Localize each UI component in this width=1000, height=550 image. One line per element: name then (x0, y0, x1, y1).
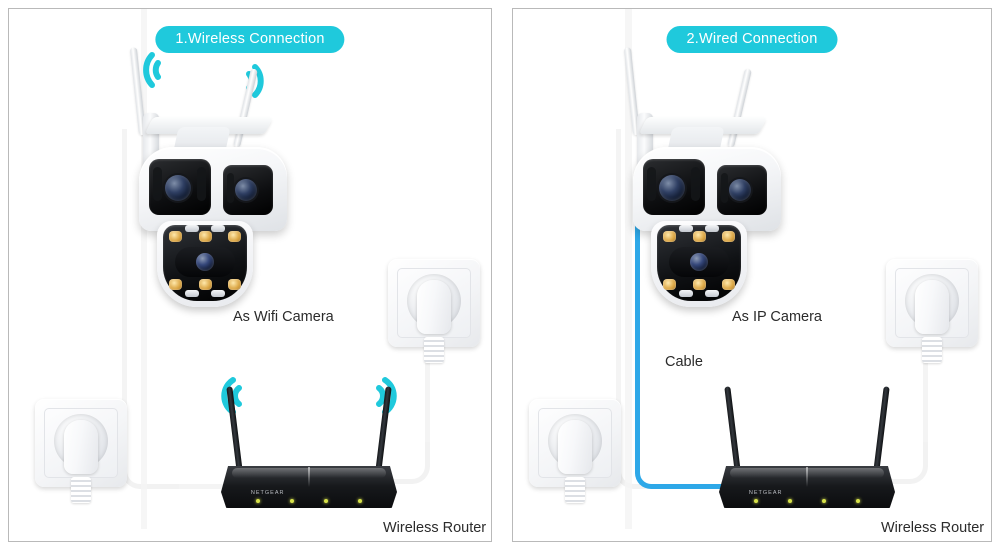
camera-ir-led-row-bottom (663, 279, 735, 290)
camera-power-cable-to-router (179, 484, 231, 489)
router-body: NETGEAR (719, 466, 895, 508)
camera-ir-bar-1 (153, 167, 162, 201)
camera-white-led-row-top (679, 225, 719, 232)
router-body: NETGEAR (221, 466, 397, 508)
camera-ir-bar-2 (691, 167, 700, 201)
panel-wireless-badge: 1.Wireless Connection (155, 26, 345, 53)
router-led-indicators (256, 499, 362, 503)
ethernet-cable-vertical (635, 169, 640, 469)
wireless-router: NETGEAR (221, 386, 397, 508)
panel-wireless-connection: 1.Wireless Connection (8, 8, 492, 542)
router-power-cable-bend (369, 442, 430, 484)
wifi-camera (127, 47, 295, 307)
router-power-cable-vertical (425, 344, 430, 452)
camera-antenna-right (727, 68, 752, 148)
wireless-router: NETGEAR (719, 386, 895, 508)
cable-label: Cable (665, 354, 703, 370)
camera-lens-glass-secondary (729, 179, 751, 201)
camera-power-cable-bend (122, 449, 184, 489)
camera-ir-bar-3 (721, 173, 728, 203)
camera-main-lens-glass (196, 253, 214, 271)
ip-camera (621, 47, 789, 307)
wall-edge-line (625, 9, 632, 529)
ethernet-cable-bend (635, 459, 697, 489)
router-brand-label: NETGEAR (748, 490, 783, 496)
ethernet-cable-to-router (692, 484, 732, 489)
panel-wired-badge: 2.Wired Connection (666, 26, 838, 53)
wall-socket-left (529, 399, 621, 503)
camera-ir-bar-2 (197, 167, 206, 201)
wall-edge-line (141, 9, 147, 529)
router-led-indicators (754, 499, 860, 503)
camera-ir-bar-3 (227, 173, 234, 203)
router-antenna-right (873, 386, 890, 475)
camera-role-label: As Wifi Camera (233, 309, 334, 325)
router-power-cable-bend (867, 442, 928, 484)
camera-lens-glass-secondary (235, 179, 257, 201)
wall-socket-left (35, 399, 127, 503)
router-wifi-arcs-left (209, 375, 242, 417)
wall-socket-right (388, 259, 480, 363)
camera-wifi-arcs-left (122, 47, 166, 93)
panel-wired-connection: 2.Wired Connection (512, 8, 992, 542)
camera-lens-glass-primary (659, 175, 685, 201)
wall-socket-right (886, 259, 978, 363)
camera-antenna-right (233, 68, 258, 148)
camera-ir-led-row-top (663, 231, 735, 242)
camera-power-cable-vertical (122, 129, 127, 459)
router-label: Wireless Router (383, 520, 487, 536)
camera-power-cable-vertical (616, 129, 621, 459)
router-brand-label: NETGEAR (250, 490, 285, 496)
router-antenna-left (724, 386, 741, 475)
camera-white-led-row-bottom (679, 290, 719, 297)
camera-lens-glass-primary (165, 175, 191, 201)
router-label: Wireless Router (881, 520, 985, 536)
camera-ir-led-row-top (169, 231, 241, 242)
camera-ir-bar-1 (647, 167, 656, 201)
camera-main-lens-glass (690, 253, 708, 271)
camera-white-led-row-bottom (185, 290, 225, 297)
camera-role-label: As IP Camera (732, 309, 822, 325)
camera-ir-led-row-bottom (169, 279, 241, 290)
router-power-cable-vertical (923, 344, 928, 452)
camera-white-led-row-top (185, 225, 225, 232)
